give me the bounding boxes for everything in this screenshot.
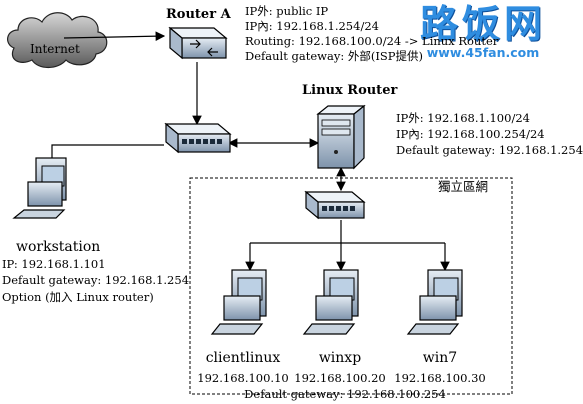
- winxp-pc-icon: [302, 269, 359, 335]
- client-ip: 192.168.100.20: [294, 371, 386, 385]
- linux-router-title: Linux Router: [302, 83, 398, 98]
- router-a-line-4: Default gateway: 外部(ISP提供): [245, 49, 424, 63]
- client-name: clientlinux: [205, 350, 281, 366]
- watermark-url: www.45fan.com: [426, 45, 540, 60]
- lan-label: 獨立區網: [438, 179, 489, 194]
- workstation-line-1: IP: 192.168.1.101: [2, 257, 106, 271]
- router-a-line-1: IP外: public IP: [245, 4, 329, 18]
- win7-pc-icon: [406, 269, 463, 335]
- main-switch-icon: [164, 122, 232, 154]
- linux-router-server-icon: [316, 104, 366, 170]
- client-name: win7: [422, 350, 458, 366]
- internet-cloud-icon: [7, 12, 108, 69]
- workstation-line-3: Option (加入 Linux router): [2, 290, 154, 304]
- linux-router-line-2: IP內: 192.168.100.254/24: [396, 127, 545, 141]
- client-ip: 192.168.100.10: [197, 371, 289, 385]
- clients-gateway: Default gateway: 192.168.100.254: [244, 387, 446, 401]
- router-a-line-3: Routing: 192.168.100.0/24 -> Linux Route…: [245, 34, 499, 48]
- diagram-graphics: [7, 12, 513, 395]
- watermark-title: 路饭网: [419, 2, 546, 46]
- workstation-title: workstation: [16, 239, 101, 255]
- lan-boundary: [189, 177, 513, 395]
- workstation-pc-icon: [12, 157, 67, 219]
- internet-label: Internet: [30, 42, 80, 56]
- router-a-line-2: IP內: 192.168.1.254/24: [245, 19, 379, 33]
- router-a-icon: [168, 26, 228, 60]
- router-a-title: Router A: [166, 7, 231, 22]
- workstation-line-2: Default gateway: 192.168.1.254: [2, 273, 190, 287]
- clientlinux-pc-icon: [210, 269, 267, 335]
- linux-router-line-3: Default gateway: 192.168.1.254: [396, 143, 583, 157]
- client-ip: 192.168.100.30: [394, 371, 486, 385]
- client-name: winxp: [318, 350, 362, 366]
- lan-switch-icon: [304, 190, 366, 220]
- linux-router-line-1: IP外: 192.168.1.100/24: [396, 111, 530, 125]
- network-links: [51, 31, 450, 272]
- watermark-logo: 路饭网 www.45fan.com: [398, 2, 568, 60]
